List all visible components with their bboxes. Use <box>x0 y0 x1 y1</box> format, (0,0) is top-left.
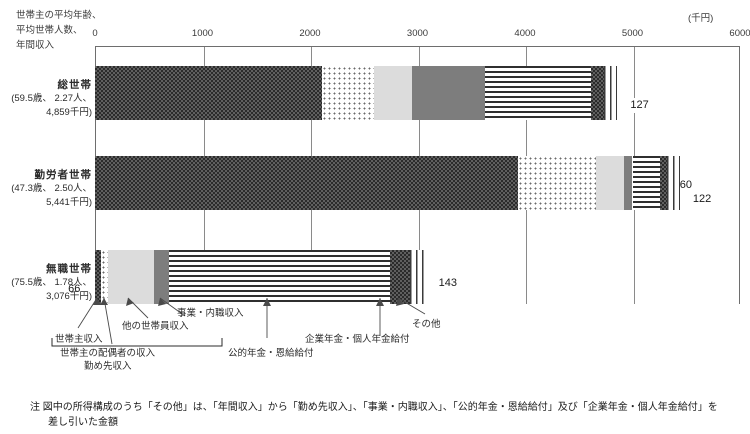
bar-segment <box>517 156 596 210</box>
annotation-leader-lines <box>51 297 426 347</box>
row-sublabel-line-2: 5,441千円) <box>46 197 92 208</box>
row-category-name: 勤労者世帯 <box>34 169 92 181</box>
x-tick-3000: 3000 <box>406 28 429 39</box>
footnote-line-2: 差し引いた金額 <box>48 417 118 428</box>
row-category-name: 無職世帯 <box>46 263 92 275</box>
bar-segment <box>389 250 411 304</box>
x-tick-0: 0 <box>92 28 98 39</box>
bar-segment <box>590 66 604 120</box>
axis-unit-label: (千円) <box>688 13 714 24</box>
segment-value-label: 66 <box>65 282 84 297</box>
bar-segment <box>169 250 390 304</box>
bar-segment <box>101 250 109 304</box>
bar-segment <box>154 250 170 304</box>
bar-segment <box>108 250 154 304</box>
bar-segment <box>666 156 680 210</box>
row-caption: 総世帯 (59.5歳、 2.27人、 4,859千円) <box>0 78 92 120</box>
x-tick-4000: 4000 <box>514 28 536 39</box>
row-captions-layer: 総世帯 (59.5歳、 2.27人、 4,859千円) 勤労者世帯 (47.3歳、 2.… <box>0 78 92 304</box>
footnote: 注 図中の所得構成のうち「その他」は、「年間収入」から「勤め先収入」、「事業・内… <box>30 400 742 430</box>
annotation-employment-income: 勤め先収入 <box>84 361 132 372</box>
annotation-other-member-income: 他の世帯員収入 <box>122 321 189 332</box>
x-tick-1000: 1000 <box>191 28 214 39</box>
bar-segment <box>632 156 661 210</box>
row-category-name: 総世帯 <box>57 79 92 91</box>
bar-segment <box>595 156 624 210</box>
annotation-business-income: 事業・内職収入 <box>177 308 244 319</box>
x-tick-5000: 5000 <box>621 28 644 39</box>
segment-value-label: 127 <box>627 98 652 113</box>
bar-segment <box>485 66 591 120</box>
header-left-caption: 世帯主の平均年齢、 平均世帯人数、 年間収入 <box>16 8 108 53</box>
bar-segment <box>410 250 426 304</box>
row-sublabel-line-2: 4,859千円) <box>46 107 92 118</box>
segment-value-label: 122 <box>689 192 715 207</box>
bar-segment <box>603 66 618 120</box>
annotation-other: その他 <box>412 319 441 330</box>
row-caption: 勤労者世帯 (47.3歳、 2.50人、 5,441千円) <box>0 168 92 210</box>
bar-row <box>0 156 750 210</box>
bar-segment <box>95 156 518 210</box>
bar-segment <box>412 66 485 120</box>
row-sublabel-line-1: (75.5歳、 1.78人、 <box>11 277 92 288</box>
bar-row <box>0 250 750 304</box>
bar-segment <box>623 156 633 210</box>
header-caption-line-1: 世帯主の平均年齢、 <box>16 10 102 21</box>
x-tick-6000: 6000 <box>729 28 750 39</box>
row-caption: 無職世帯 (75.5歳、 1.78人、 3,076千円) <box>0 262 92 304</box>
bar-segment <box>660 156 667 210</box>
x-axis-tick-labels: 0 1000 2000 3000 4000 5000 6000 <box>92 28 750 42</box>
segment-value-label: 60 <box>676 178 696 193</box>
footnote-line-1: 注 図中の所得構成のうち「その他」は、「年間収入」から「勤め先収入」、「事業・内… <box>30 402 718 413</box>
bar-segment <box>95 250 102 304</box>
row-sublabel-line-1: (47.3歳、 2.50人、 <box>11 183 92 194</box>
x-tick-2000: 2000 <box>299 28 321 39</box>
bar-segment <box>95 66 323 120</box>
annotation-householder-income: 世帯主収入 <box>55 334 103 345</box>
annotation-public-pension: 公的年金・恩給給付 <box>228 348 314 359</box>
bar-segment <box>374 66 413 120</box>
bars-layer: 2,1124843566769851191273,931727259832596… <box>0 66 750 304</box>
row-sublabel-line-1: (59.5歳、 2.27人、 <box>11 93 92 104</box>
bar-row <box>0 66 750 120</box>
bar-segment <box>322 66 375 120</box>
header-caption-line-2: 平均世帯人数、 <box>16 25 83 36</box>
segment-value-label: 143 <box>435 276 461 291</box>
annotation-spouse-income: 世帯主の配偶者の収入 <box>60 348 156 359</box>
annotation-corporate-pension: 企業年金・個人年金給付 <box>305 334 410 345</box>
row-sublabel-line-2: 3,076千円) <box>46 291 92 302</box>
header-caption-line-3: 年間収入 <box>16 40 55 51</box>
